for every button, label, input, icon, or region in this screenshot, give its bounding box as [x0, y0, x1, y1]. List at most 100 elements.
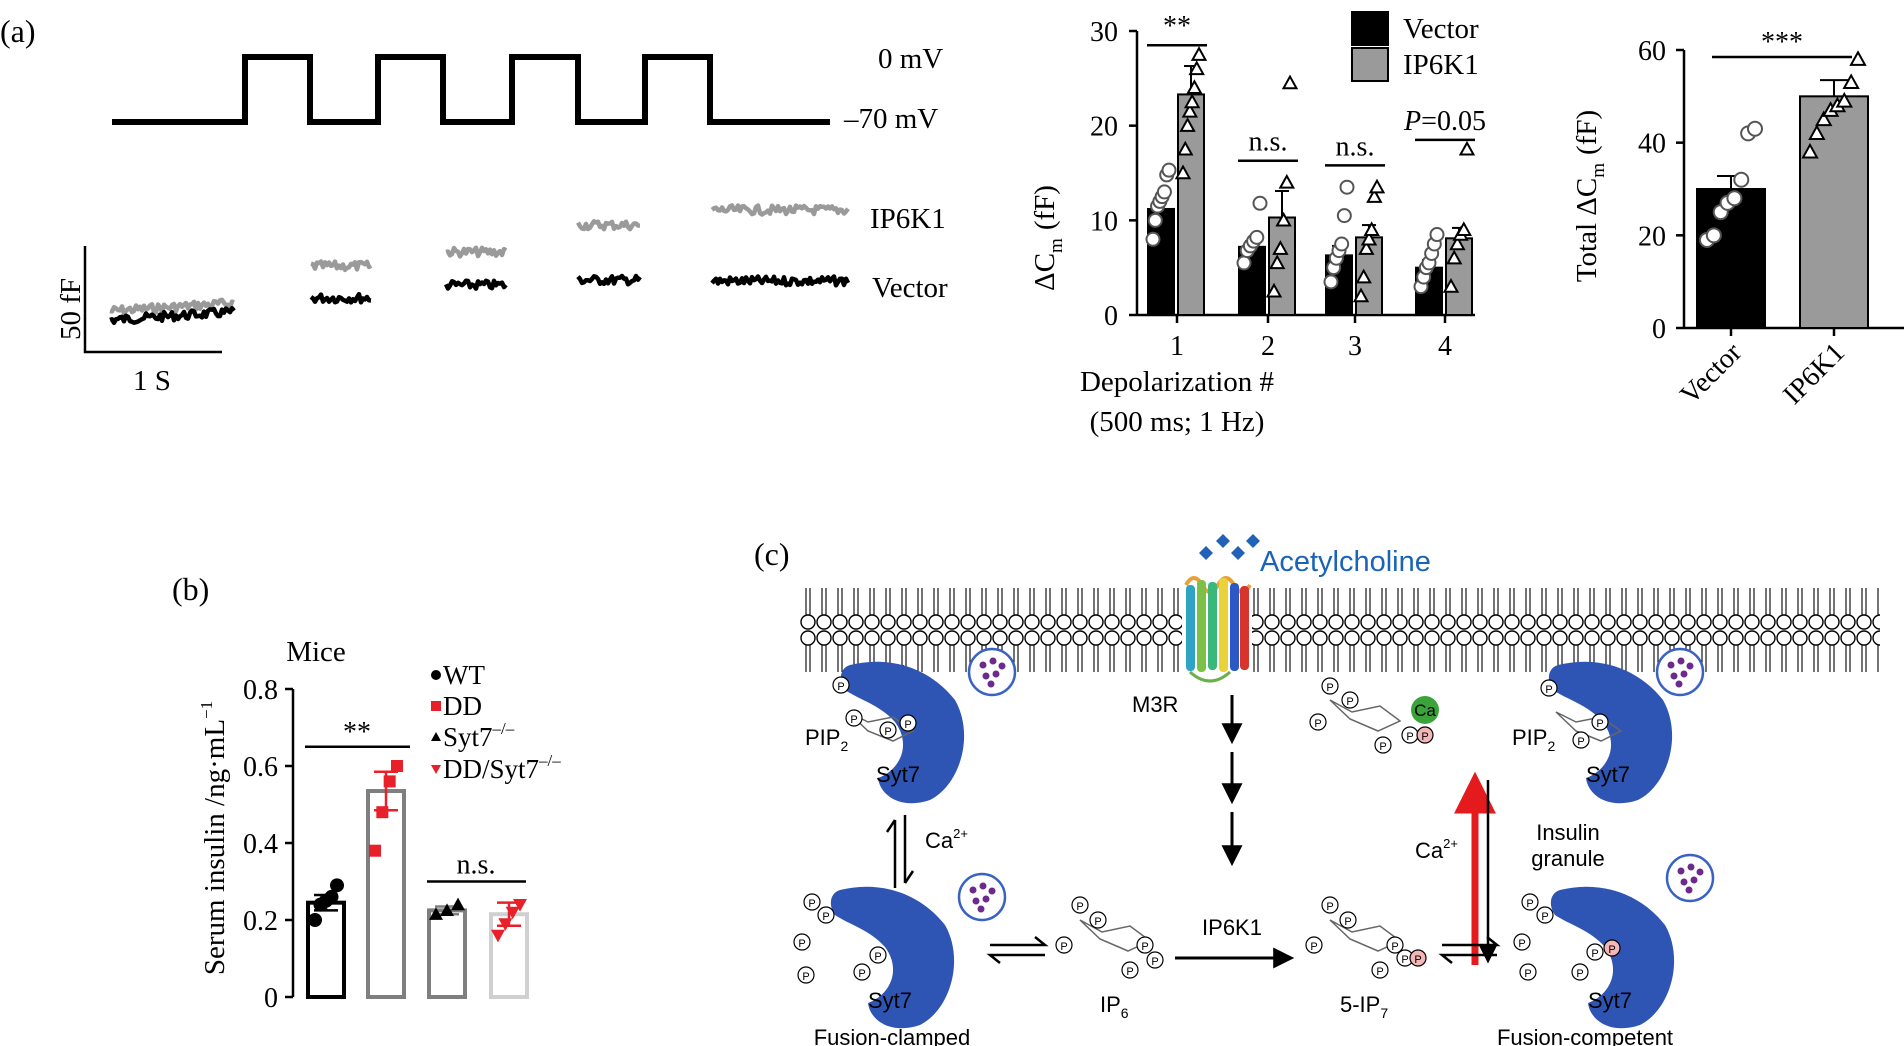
svg-text:P: P [1094, 916, 1101, 928]
c1-point-ip6k1 [1366, 188, 1383, 203]
trace-vector-4 [576, 273, 642, 287]
vector-trace-label: Vector [872, 272, 948, 304]
ip6k1-enzyme-label: IP6K1 [1202, 915, 1262, 940]
svg-text:P: P [1596, 718, 1603, 730]
c3-point-dd [376, 806, 389, 819]
insulin-granule-icon [1655, 647, 1705, 697]
c1-point-ip6k1 [1455, 221, 1472, 236]
c2-point-vector [1705, 227, 1722, 244]
c2-point-vector [1747, 120, 1763, 137]
c1-sig-label: ** [1163, 11, 1191, 42]
c1-point-vector [1145, 231, 1161, 247]
c2-y-tick-label: 60 [1638, 36, 1666, 67]
syt7-fusion-competent: P P P P P P P Syt7 Fusion-competent [1497, 853, 1715, 1046]
legend-marker-syt7 [431, 732, 441, 741]
c2-point-ip6k1 [1849, 50, 1867, 66]
c3-bar-1 [366, 789, 406, 1000]
svg-text:P: P [1576, 968, 1583, 980]
c2-bar-ip6k1 [1799, 95, 1869, 330]
scale-bar-y-label: 50 fF [55, 278, 87, 340]
m3r-receptor [1184, 576, 1252, 683]
svg-text:P: P [1401, 954, 1408, 966]
trace-ip6k1-4 [576, 219, 641, 232]
c1-point-ip6k1 [1360, 230, 1378, 246]
svg-text:P: P [858, 968, 865, 980]
svg-text:P: P [1060, 941, 1067, 953]
equilibrium-left: Ca2+ [885, 815, 968, 888]
legend-swatch-vector [1351, 11, 1389, 46]
svg-text:P: P [837, 681, 844, 693]
cell-membrane [800, 583, 1880, 673]
c3-bars: **n.s. [305, 717, 529, 1000]
c1-point-ip6k1 [1181, 102, 1199, 118]
syt7-protein [840, 661, 965, 804]
c2-point-vector [1726, 190, 1743, 207]
c1-point-ip6k1 [1352, 287, 1370, 303]
trace-vector-5 [710, 274, 851, 288]
svg-text:P: P [1545, 684, 1552, 696]
c1-point-ip6k1 [1183, 93, 1201, 109]
syt7-protein [830, 886, 955, 1029]
legend-swatch-ip6k1 [1351, 47, 1389, 82]
svg-text:P: P [798, 938, 805, 950]
panel-c: (c) Acetylcholine M3R [754, 534, 1880, 1046]
c3-y-tick-label: 0.4 [243, 829, 278, 860]
c3-point-dd-syt7 [498, 918, 513, 931]
syt7-protein [1548, 661, 1673, 804]
svg-text:P: P [874, 951, 881, 963]
syt7-label: Syt7 [1586, 762, 1630, 787]
svg-text:P: P [1344, 916, 1351, 928]
calcium-label: Ca [1414, 701, 1436, 720]
svg-text:P: P [1541, 911, 1548, 923]
c2-bars: *** [1696, 27, 1869, 330]
acetylcholine-molecules [1199, 534, 1260, 560]
insulin-label-line2: granule [1531, 846, 1604, 871]
c2-x-tick-label: Vector [1674, 337, 1748, 411]
svg-text:P: P [802, 971, 809, 983]
c1-point-ip6k1 [1358, 240, 1375, 255]
c1-sig-label: P=0.05 [1403, 106, 1486, 137]
c1-point-ip6k1 [1177, 140, 1194, 156]
c1-point-ip6k1 [1265, 282, 1283, 298]
svg-text:P: P [1406, 731, 1413, 743]
c1-x-tick-label: 4 [1438, 331, 1452, 362]
c3-point-syt7 [429, 907, 443, 920]
acetylcholine-label: Acetylcholine [1260, 546, 1431, 578]
c1-annotations: **n.s.n.s.P=0.05 [1147, 11, 1486, 167]
c3-title: Mice [286, 636, 346, 668]
c1-point-ip6k1 [1179, 117, 1196, 132]
calcium-ion [1411, 696, 1439, 724]
fusion-competent-label: Fusion-competent [1497, 1025, 1673, 1046]
c3-point-dd [391, 760, 403, 772]
svg-text:P: P [1379, 741, 1386, 753]
svg-text:P: P [1591, 948, 1598, 960]
c3-sig-label: ** [343, 717, 371, 748]
insulin-granule-icon [967, 647, 1017, 697]
c3-bar-3 [489, 912, 529, 999]
svg-text:P: P [1421, 731, 1428, 743]
insulin-label-line1: Insulin [1536, 820, 1600, 845]
c2-y-tick-label: 0 [1652, 314, 1666, 345]
c3-y-tick-label: 0 [264, 983, 278, 1014]
c1-point-ip6k1 [1269, 254, 1286, 270]
svg-text:P: P [1076, 901, 1083, 913]
svg-text:P: P [850, 714, 857, 726]
c3-point-syt7 [440, 903, 454, 916]
c1-y-tick-label: 10 [1090, 206, 1118, 237]
c2-y-tick-label: 20 [1638, 221, 1666, 252]
svg-text:P: P [1314, 718, 1321, 730]
c3-point-syt7 [451, 897, 465, 911]
c2-point-ip6k1 [1801, 142, 1819, 159]
c1-point-ip6k1 [1272, 240, 1289, 255]
c3-point-dd [369, 844, 381, 857]
svg-text:P: P [1518, 938, 1525, 950]
svg-text:P: P [1126, 966, 1133, 978]
svg-text:P: P [1526, 898, 1533, 910]
legend-label: Syt7–/– [443, 719, 515, 752]
c3-point-wt [308, 913, 322, 927]
c1-y-tick-label: 20 [1090, 112, 1118, 143]
c1-point-vector [1236, 255, 1252, 271]
